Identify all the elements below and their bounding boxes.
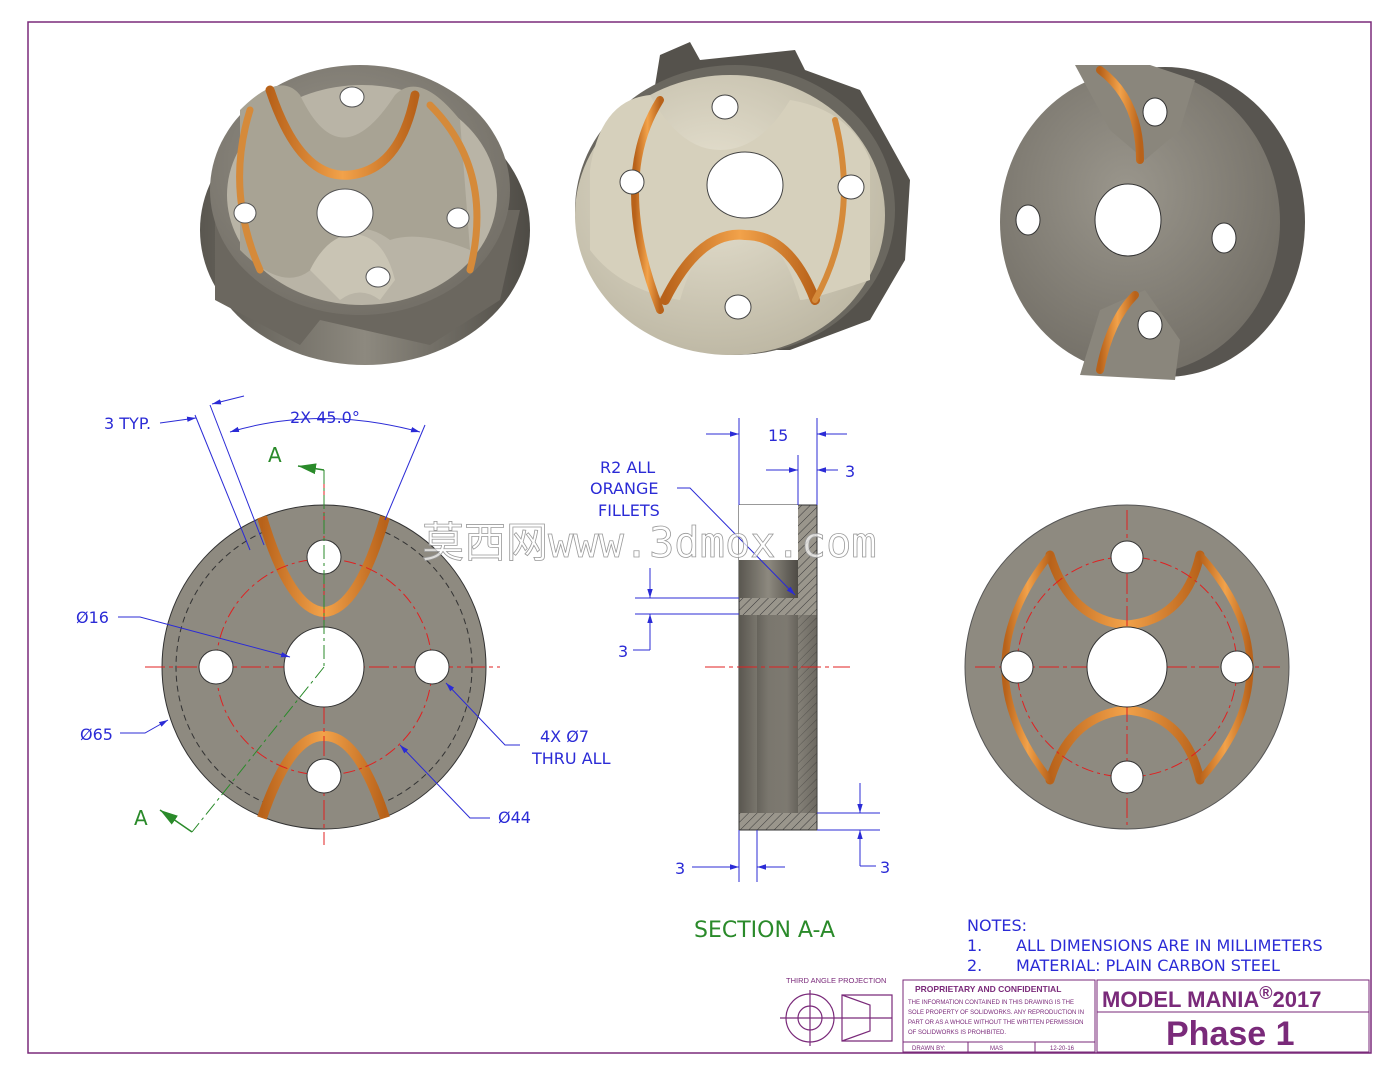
dim-wall-top: 3 bbox=[845, 462, 855, 481]
section-title: SECTION A-A bbox=[694, 918, 835, 943]
notes: NOTES: 1. ALL DIMENSIONS ARE IN MILLIMET… bbox=[967, 916, 1323, 975]
note-1-text: ALL DIMENSIONS ARE IN MILLIMETERS bbox=[1016, 936, 1323, 955]
proprietary-line-4: OF SOLIDWORKS IS PROHIBITED. bbox=[908, 1030, 1006, 1036]
dim-typ: 3 TYP. bbox=[104, 414, 151, 433]
proprietary-line-3: PART OR AS A WHOLE WITHOUT THE WRITTEN P… bbox=[908, 1020, 1083, 1026]
dim-bolt-circle: Ø44 bbox=[498, 808, 531, 827]
notes-heading: NOTES: bbox=[967, 916, 1027, 935]
section-arrow-top bbox=[297, 463, 325, 475]
section-view: 15 3 R2 ALL ORANGE FILLETS 3 3 3 SECTION… bbox=[590, 418, 890, 943]
section-label-bottom: A bbox=[134, 806, 148, 830]
dim-outer: Ø65 bbox=[80, 725, 113, 744]
sheet-border bbox=[27, 21, 1372, 1054]
front-view: A A 3 TYP. 2X 45.0° Ø16 Ø65 4X Ø7 THRU A… bbox=[76, 395, 611, 845]
dim-holes-2: THRU ALL bbox=[531, 749, 611, 768]
note-1-num: 1. bbox=[967, 936, 982, 955]
section-label-top: A bbox=[268, 443, 282, 467]
dim-wall-bottom: 3 bbox=[880, 858, 890, 877]
model-mania-title: MODEL MANIA®2017 bbox=[1102, 983, 1321, 1012]
dim-holes-1: 4X Ø7 bbox=[540, 727, 589, 746]
projection-label: THIRD ANGLE PROJECTION bbox=[786, 976, 886, 985]
note-2-text: MATERIAL: PLAIN CARBON STEEL bbox=[1016, 956, 1280, 975]
title-block: THIRD ANGLE PROJECTION PROPRIETARY AND C… bbox=[780, 976, 1370, 1053]
third-angle-projection-icon bbox=[780, 990, 893, 1046]
drawn-by-value: MAS bbox=[990, 1046, 1003, 1052]
dim-thickness: 15 bbox=[768, 426, 788, 445]
dim-wall-left: 3 bbox=[675, 859, 685, 878]
shaded-view bbox=[964, 504, 1290, 830]
note-2-num: 2. bbox=[967, 956, 982, 975]
dim-center-hole: Ø16 bbox=[76, 608, 109, 627]
fillet-note-1: R2 ALL bbox=[600, 458, 655, 477]
proprietary-title: PROPRIETARY AND CONFIDENTIAL bbox=[915, 984, 1061, 994]
proprietary-line-1: THE INFORMATION CONTAINED IN THIS DRAWIN… bbox=[908, 1000, 1074, 1006]
iso-view-top-center bbox=[575, 42, 910, 355]
drawn-by-label: DRAWN BY: bbox=[912, 1046, 946, 1052]
iso-view-top-left bbox=[200, 65, 530, 365]
fillet-note-3: FILLETS bbox=[598, 501, 660, 520]
phase-title: Phase 1 bbox=[1166, 1015, 1295, 1053]
section-arrow-bottom bbox=[159, 809, 193, 833]
proprietary-line-2: SOLE PROPERTY OF SOLIDWORKS. ANY REPRODU… bbox=[908, 1010, 1084, 1016]
dim-floor: 3 bbox=[618, 642, 628, 661]
fillet-note-2: ORANGE bbox=[590, 479, 658, 498]
watermark: 莫西网www.3dmox.com bbox=[422, 518, 877, 567]
dim-angle: 2X 45.0° bbox=[290, 408, 360, 427]
iso-view-top-right bbox=[1000, 65, 1305, 380]
drawing-date: 12-20-16 bbox=[1050, 1046, 1075, 1052]
